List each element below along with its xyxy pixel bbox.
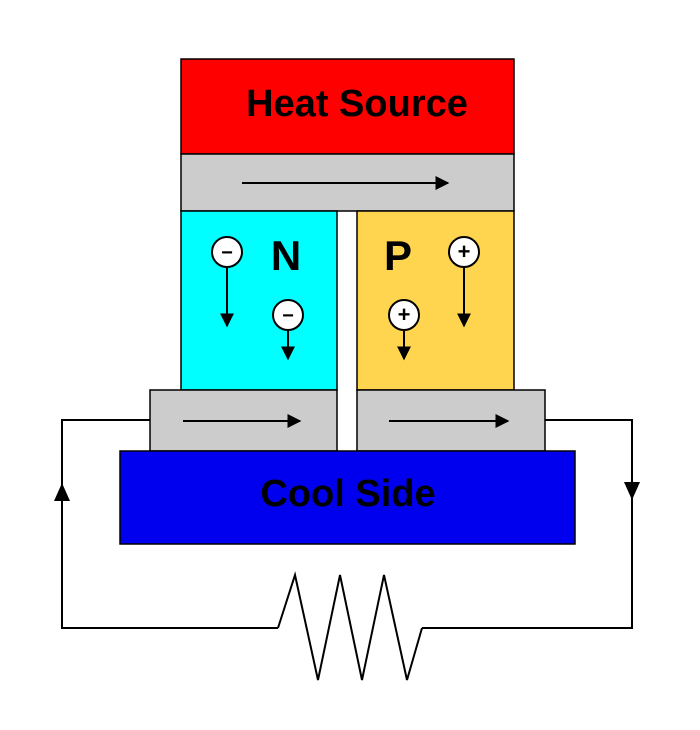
heat-source-label: Heat Source [246,83,468,125]
svg-text:+: + [398,302,411,327]
p-type-block [356,210,515,391]
n-type-block [180,210,338,391]
p-type-label: P [384,232,412,279]
circuit-wire-left [61,419,278,629]
heat-source-block [180,58,515,155]
svg-text:−: − [221,242,233,264]
svg-text:−: − [282,305,294,327]
cool-side-label: Cool Side [260,473,435,515]
n-type-label: N [271,232,301,279]
electron-carrier-1: − [211,236,243,328]
hole-carrier-2: + [388,299,420,361]
hole-carrier-1: + [448,236,480,328]
bottom-conductor-right [356,389,546,452]
current-arrow-left-icon [54,483,70,501]
circuit-wire-right [422,419,633,629]
current-arrow-right-icon [624,482,640,500]
svg-text:+: + [458,239,471,264]
cool-side-block [119,450,576,545]
electron-carrier-2: − [272,299,304,361]
resistor [277,571,423,681]
